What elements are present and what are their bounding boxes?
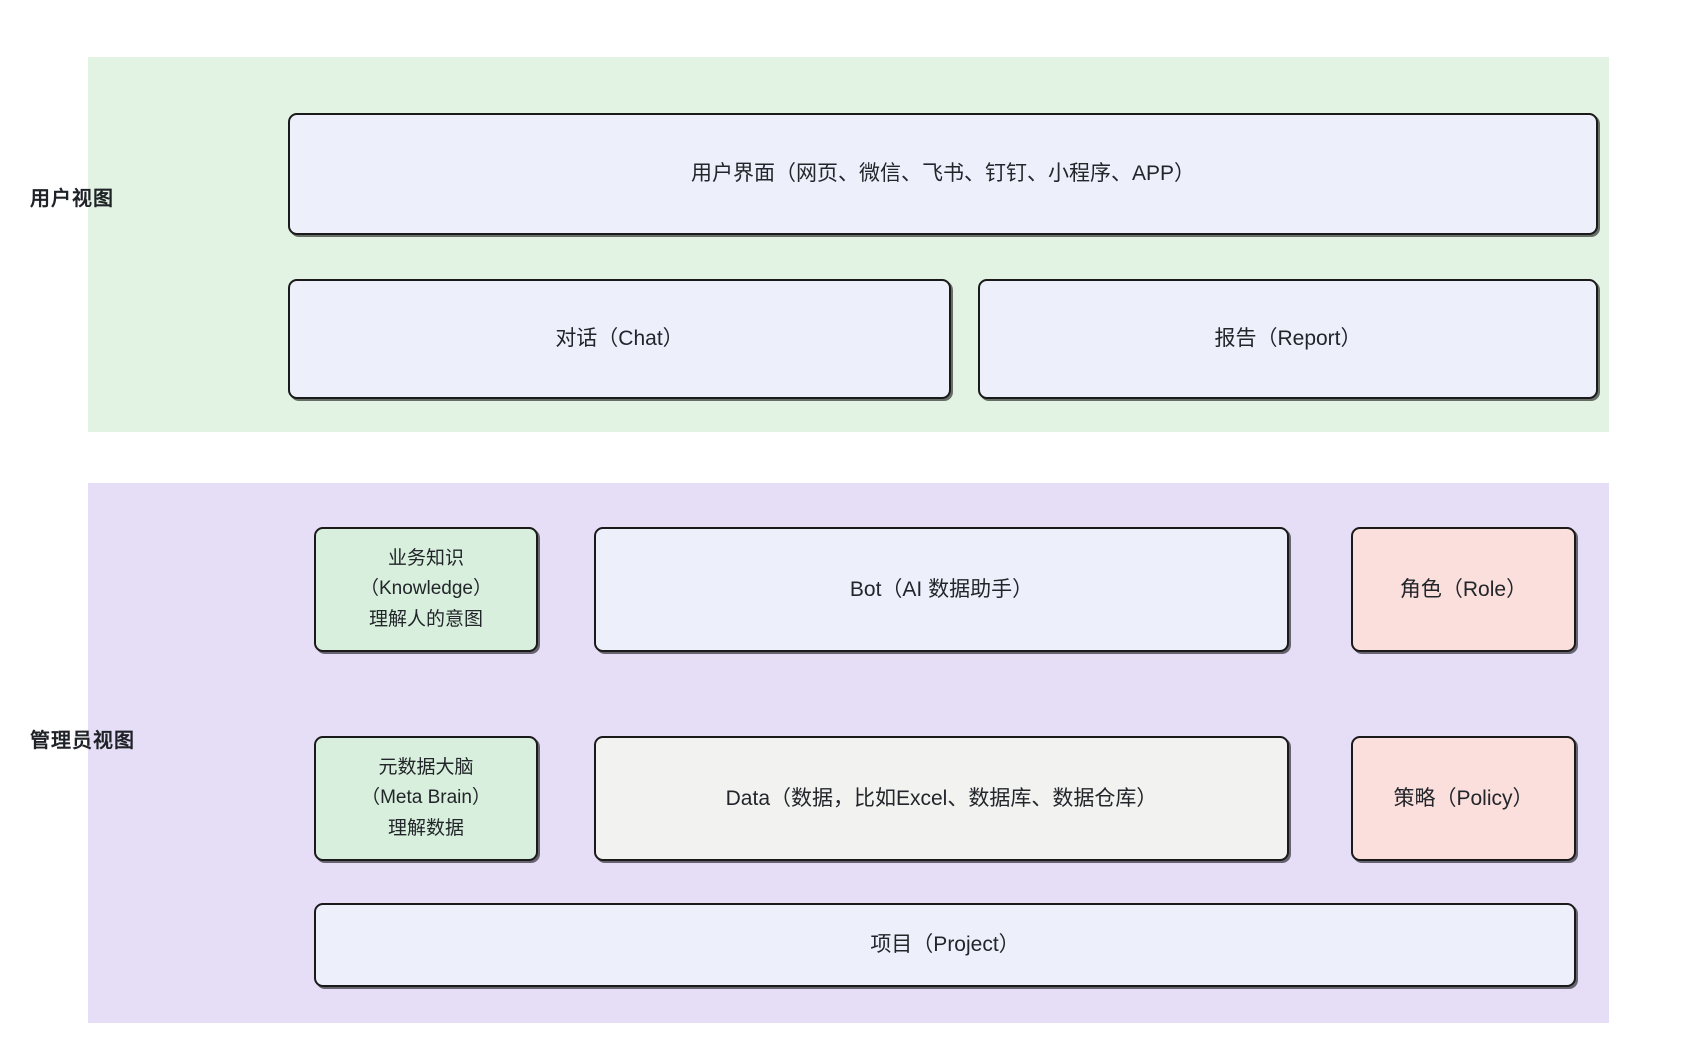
node-role[interactable]: 角色（Role） <box>1351 527 1576 652</box>
node-chat[interactable]: 对话（Chat） <box>288 279 951 399</box>
band-label-admin-view: 管理员视图 <box>30 730 135 752</box>
node-business-knowledge-line-1: 业务知识 <box>387 548 464 570</box>
node-business-knowledge[interactable]: 业务知识 （Knowledge） 理解人的意图 <box>314 527 538 652</box>
node-bot[interactable]: Bot（AI 数据助手） <box>594 527 1289 652</box>
node-meta-brain-line-3: 理解数据 <box>387 817 464 839</box>
node-business-knowledge-line-2: （Knowledge） <box>359 578 493 600</box>
node-meta-brain-line-1: 元数据大脑 <box>378 757 474 779</box>
node-business-knowledge-line-3: 理解人的意图 <box>368 608 483 630</box>
node-report[interactable]: 报告（Report） <box>978 279 1598 399</box>
node-meta-brain[interactable]: 元数据大脑 （Meta Brain） 理解数据 <box>314 736 538 861</box>
node-project[interactable]: 项目（Project） <box>314 903 1576 987</box>
band-label-user-view: 用户视图 <box>30 188 114 210</box>
node-data[interactable]: Data（数据，比如Excel、数据库、数据仓库） <box>594 736 1289 861</box>
node-meta-brain-line-2: （Meta Brain） <box>361 787 491 809</box>
node-policy[interactable]: 策略（Policy） <box>1351 736 1576 861</box>
node-user-interface[interactable]: 用户界面（网页、微信、飞书、钉钉、小程序、APP） <box>288 113 1598 235</box>
